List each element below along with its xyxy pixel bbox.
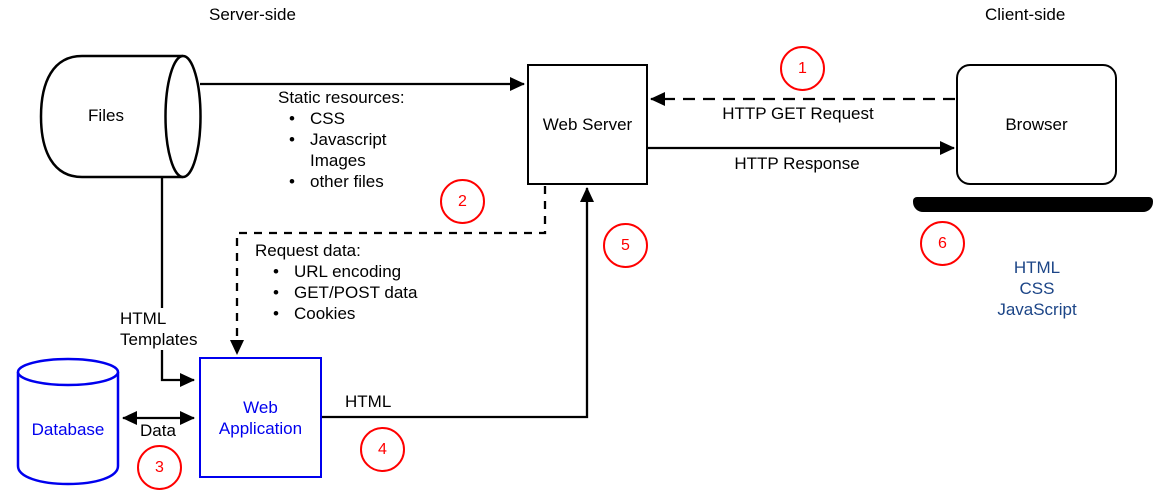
html-edge-label: HTML [345, 392, 392, 411]
web-server-node: Web Server [527, 64, 648, 185]
step-number: 5 [621, 236, 630, 254]
client-side-heading: Client-side [985, 5, 1066, 24]
step-number: 3 [155, 458, 164, 476]
list-item: • other files [287, 171, 405, 192]
server-side-heading: Server-side [209, 5, 296, 24]
web-application-node: Web Application [199, 357, 322, 478]
stack-line-javascript: JavaScript [997, 300, 1077, 319]
http-response-label: HTTP Response [734, 154, 860, 173]
list-item-text: other files [310, 172, 384, 191]
request-data-title: Request data: [255, 241, 361, 260]
list-item-text: GET/POST data [294, 283, 418, 302]
list-item: • URL encoding [271, 261, 417, 282]
bullet-glyph: • [273, 283, 279, 302]
files-node-label: Files [88, 106, 124, 125]
request-data-list: Request data: • URL encoding • GET/POST … [255, 240, 417, 324]
list-item: • Javascript [287, 129, 405, 150]
step-badge-4: 4 [360, 427, 405, 472]
bullet-glyph: • [289, 109, 295, 128]
html-to-webserver-arrow [321, 187, 594, 419]
bullet-glyph: • [273, 304, 279, 323]
web-application-label: Web Application [218, 397, 303, 438]
html-templates-label: HTML Templates [120, 308, 212, 350]
step-badge-5: 5 [603, 223, 648, 268]
static-resources-list: Static resources: • CSS • Javascript Ima… [278, 87, 405, 192]
step-badge-2: 2 [440, 179, 485, 224]
data-edge-label: Data [140, 421, 176, 440]
browser-base-bar [913, 197, 1153, 212]
request-data-arrow [230, 186, 547, 355]
browser-node: Browser [956, 64, 1117, 185]
list-item-text: Cookies [294, 304, 356, 323]
step-number: 2 [458, 192, 467, 210]
bullet-glyph: • [289, 130, 295, 149]
step-badge-1: 1 [780, 46, 825, 91]
step-number: 4 [378, 440, 387, 458]
list-item: • Cookies [271, 303, 417, 324]
list-item-text: CSS [310, 109, 345, 128]
browser-rendered-stack: HTML CSS JavaScript [961, 257, 1113, 320]
web-server-label: Web Server [542, 115, 633, 134]
list-item: • GET/POST data [271, 282, 417, 303]
list-item-text: Images [310, 151, 366, 170]
step-badge-3: 3 [137, 445, 182, 490]
html-templates-arrow [160, 178, 195, 387]
database-cylinder [16, 357, 120, 486]
bullet-glyph [287, 150, 310, 171]
stack-line-html: HTML [1013, 258, 1061, 277]
files-cylinder [39, 54, 202, 179]
database-node-label: Database [31, 420, 105, 439]
list-item-text: URL encoding [294, 262, 402, 281]
list-item: • CSS [287, 108, 405, 129]
step-badge-6: 6 [920, 221, 965, 266]
browser-label: Browser [1005, 115, 1068, 134]
list-item: Images [287, 150, 405, 171]
static-resources-title: Static resources: [278, 88, 405, 107]
stack-line-css: CSS [1019, 279, 1055, 298]
bullet-glyph: • [273, 262, 279, 281]
bullet-glyph: • [289, 172, 295, 191]
http-get-request-label: HTTP GET Request [722, 104, 874, 123]
step-number: 6 [938, 234, 947, 252]
list-item-text: Javascript [310, 130, 387, 149]
step-number: 1 [798, 59, 807, 77]
